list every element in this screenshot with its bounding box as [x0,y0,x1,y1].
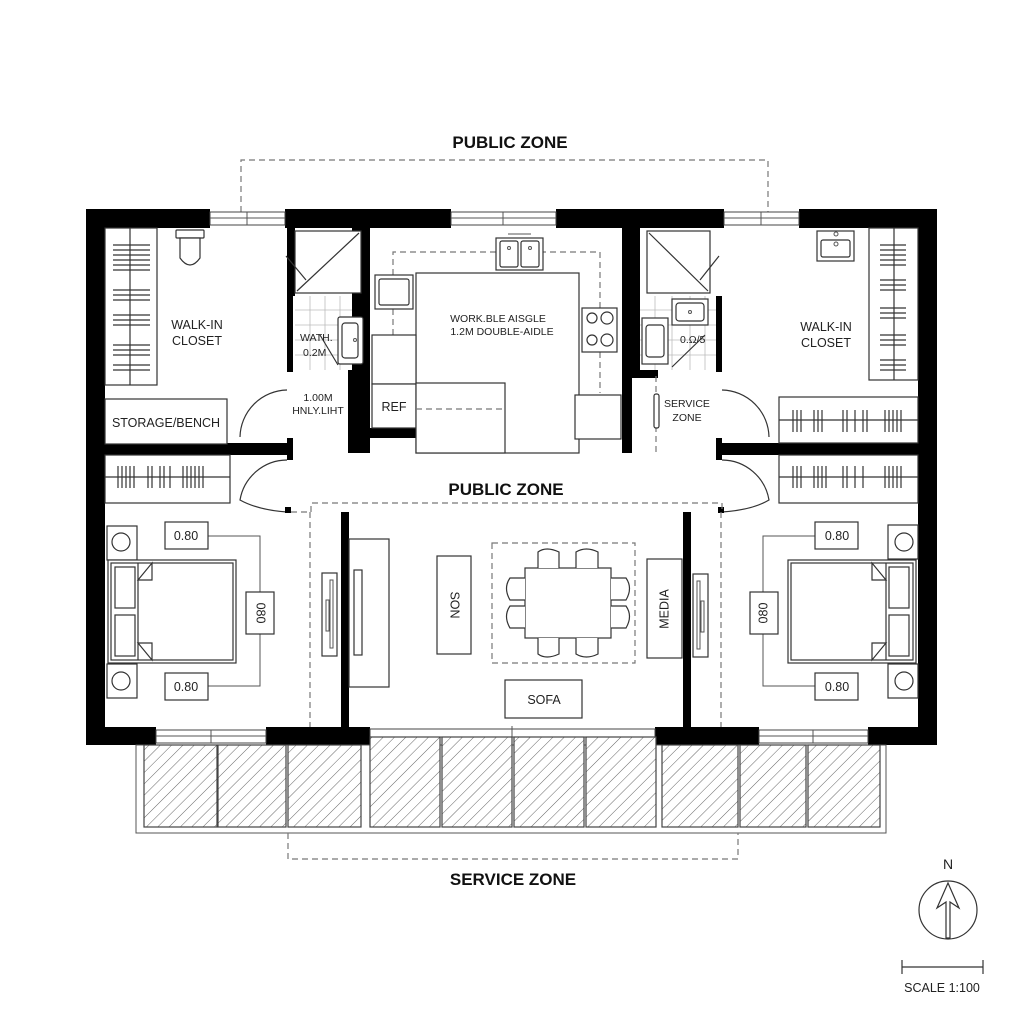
sofa-left-label: SON [448,591,462,618]
north-arrow-icon [935,881,961,939]
chair [537,638,560,658]
storage-bench-label: STORAGE/BENCH [112,416,220,430]
chair [505,577,525,601]
bench-slats [792,410,902,432]
wardrobe-slats [117,466,204,488]
right-bedroom: 0.80 080 0.80 [692,454,919,727]
shower-icon [285,230,362,294]
toilet-icon [175,229,205,266]
dim-label-side: 080 [756,603,770,624]
service-zone-label-line2: ZONE [672,412,701,424]
island-counter [415,382,506,454]
window-top-left [209,211,286,226]
right-walk-in-closet: WALK-IN CLOSET [778,227,919,444]
bath-label-line1: WATH. [300,332,333,344]
nightstand-top [887,524,919,560]
bathroom-sink-icon [337,316,364,365]
bath-label: 0.Ω/5 [680,334,706,346]
refrigerator: REF [371,383,417,429]
door-swings [239,389,770,513]
windows [155,211,869,745]
chair [611,577,631,601]
living-dining: SON MEDIA SOFA [348,538,683,719]
nightstand-bottom [887,663,919,699]
chair [575,548,599,568]
kitchen-aisle-label-line1: WORK.BLE AISGLE [450,313,546,325]
window-bottom-right [758,729,869,744]
dining-table [524,567,612,639]
top-zone-label: PUBLIC ZONE [452,133,567,152]
hanging-rail-marks [113,244,150,371]
oven [574,394,622,440]
window-bottom-left [155,729,267,744]
bathroom-sink-icon [671,298,709,326]
bathroom-sink-icon [641,317,669,365]
kitchen-aisle-label-line2: 1.2M DOUBLE-AIDLE [450,326,553,338]
hall-width-label-line1: 1.00M [303,392,332,404]
chair [537,548,560,568]
window-top-center [450,211,557,226]
hanging-rail-marks [880,244,906,371]
vanity-sink-icon [816,230,855,262]
left-walk-in-closet: WALK-IN CLOSET STORAGE/BENCH [104,227,228,445]
dining-set [491,542,636,664]
door-swing-closet-right [721,389,770,438]
cooktop-icon [581,307,618,353]
console-unit [348,538,390,688]
tv-unit [321,572,338,657]
scale-bar: SCALE 1:100 [901,960,984,995]
bottom-service-zone: SERVICE ZONE [287,833,739,889]
kitchen: REF WORK.BLE AISGLE 1.2M DOUBLE-AIDLE [371,233,622,454]
top-public-zone: PUBLIC ZONE [240,133,769,212]
dim-label-top: 0.80 [174,529,198,543]
door-swing-closet-left [239,389,288,438]
nightstand-bottom [106,663,138,699]
dim-label-bottom: 0.80 [174,680,198,694]
dishwasher [371,334,417,385]
window-top-right [723,211,800,226]
double-bed-icon [787,559,917,664]
north-label: N [943,856,953,872]
dim-label-bottom: 0.80 [825,680,849,694]
wardrobe-slats [792,466,902,488]
left-bathroom: WATH. 0.2M 1.00M HNLY.LIHT [285,230,364,417]
left-bedroom: 0.80 080 0.80 [104,454,338,727]
tv-unit [692,573,709,658]
fridge-label: REF [382,400,407,414]
closet-label-line2: CLOSET [172,334,222,348]
closet-label-line1: WALK-IN [171,318,223,332]
hall-width-label-line2: HNLY.LIHT [292,405,344,417]
sofa: SOFA [504,679,583,719]
nightstand-top [106,525,138,561]
media-unit: MEDIA [646,558,683,659]
chair [505,605,525,629]
bath-label-line2: 0.2M [303,347,326,359]
double-bed-icon [107,559,237,664]
exterior-walls [86,209,937,745]
closet-label-line2: CLOSET [801,336,851,350]
right-bathroom: 0.Ω/5 SERVICE ZONE [640,230,720,453]
bottom-zone-label: SERVICE ZONE [450,870,576,889]
dim-label-top: 0.80 [825,529,849,543]
media-label: MEDIA [657,589,671,629]
wardrobe [778,454,919,504]
dim-label-side: 080 [254,603,268,624]
chair [575,638,599,658]
shower-icon [646,230,720,294]
sofa-label: SOFA [527,693,561,707]
closet-label-line1: WALK-IN [800,320,852,334]
middle-zone-label: PUBLIC ZONE [448,480,563,499]
north-arrow: N [918,856,978,940]
wardrobe [104,454,231,504]
sofa-left: SON [436,555,472,655]
door-swing-bedroom-left [239,459,288,513]
double-sink-icon [495,233,544,271]
scale-label: SCALE 1:100 [904,981,980,995]
terrace [135,736,887,834]
prep-sink-icon [374,274,414,310]
chair [611,605,631,629]
service-zone-label-line1: SERVICE [664,398,710,410]
door-swing-bedroom-right [721,459,770,513]
